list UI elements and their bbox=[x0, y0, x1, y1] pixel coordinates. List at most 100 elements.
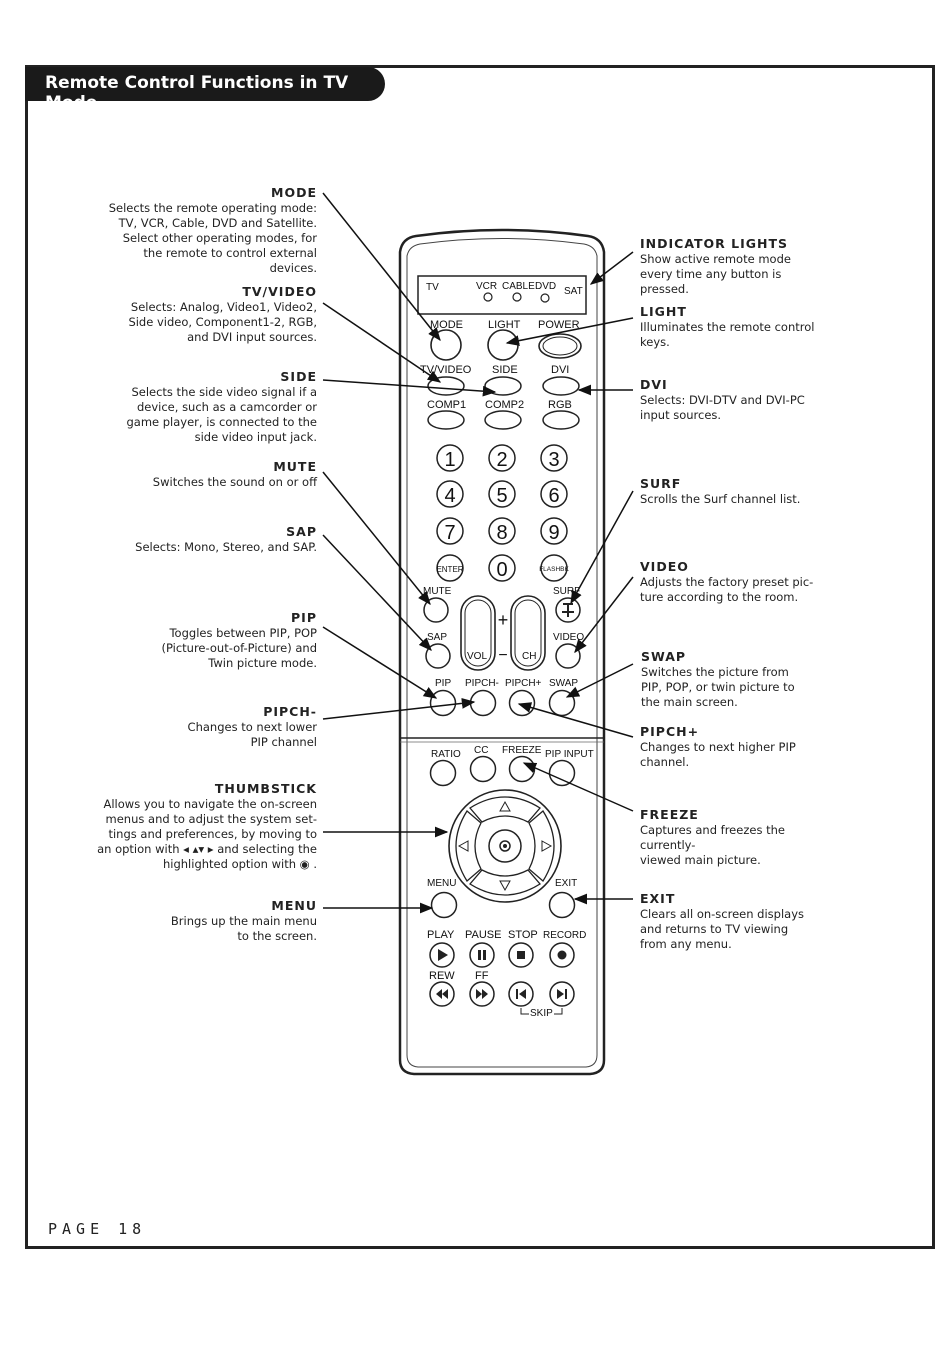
digit-5-label: 5 bbox=[496, 485, 507, 507]
vol-rocker bbox=[460, 595, 496, 671]
leader-surf bbox=[570, 490, 634, 605]
power-label: POWER bbox=[538, 319, 580, 331]
label-body: Switches the sound on or off bbox=[152, 475, 317, 489]
pipch-minus-button bbox=[469, 689, 497, 717]
sap-label: SAP bbox=[427, 632, 447, 643]
leader-light bbox=[505, 317, 634, 346]
rgb-label: RGB bbox=[548, 399, 572, 411]
power-button-rim bbox=[542, 336, 578, 356]
digit-2-label: 2 bbox=[496, 449, 507, 471]
sap-button bbox=[425, 643, 451, 669]
menu-button bbox=[430, 891, 458, 919]
mute-label: MUTE bbox=[423, 586, 452, 597]
label-sap: SAP Selects: Mono, Stereo, and SAP. bbox=[87, 524, 317, 555]
skip-bracket bbox=[520, 1008, 563, 1015]
record-label: RECORD bbox=[543, 930, 586, 941]
leader-freeze bbox=[522, 762, 634, 812]
label-mode: MODE Selects the remote operating mode: … bbox=[87, 185, 317, 276]
enter-button bbox=[436, 554, 464, 582]
label-body: Scrolls the Surf channel list. bbox=[640, 492, 801, 506]
freeze-button bbox=[508, 755, 536, 783]
digit-1-label: 1 bbox=[444, 449, 455, 471]
label-pip: PIP Toggles between PIP, POP (Picture-ou… bbox=[87, 610, 317, 671]
digit-0-label: 0 bbox=[496, 559, 507, 581]
label-body: Switches the picture from PIP, POP, or t… bbox=[641, 665, 795, 709]
label-heading: SWAP bbox=[641, 649, 687, 664]
indicator-sat-label: SAT bbox=[564, 286, 583, 297]
label-thumbstick: THUMBSTICK Allows you to navigate the on… bbox=[87, 781, 317, 872]
ratio-button bbox=[429, 759, 457, 787]
pip-label: PIP bbox=[435, 678, 451, 689]
indicator-vcr-label: VCR bbox=[476, 281, 497, 292]
exit-button bbox=[548, 891, 576, 919]
leader-pip bbox=[322, 626, 438, 699]
pipch-plus-button bbox=[508, 689, 536, 717]
label-side: SIDE Selects the side video signal if a … bbox=[87, 369, 317, 445]
skip-forward-icon bbox=[557, 989, 567, 999]
label-body: Allows you to navigate the on-screen men… bbox=[97, 797, 317, 871]
leader-mute bbox=[322, 471, 431, 606]
digit-4-button bbox=[436, 480, 464, 508]
label-mute: MUTE Switches the sound on or off bbox=[87, 459, 317, 490]
up-arrow-icon bbox=[499, 800, 511, 812]
label-body: Brings up the main menu to the screen. bbox=[170, 914, 317, 943]
indicator-tv-label: TV bbox=[426, 282, 439, 293]
skip-label: SKIP bbox=[530, 1008, 553, 1019]
swap-label: SWAP bbox=[549, 678, 578, 689]
left-arrow-icon bbox=[457, 840, 469, 852]
indicator-dvd-light bbox=[540, 293, 550, 303]
video-label: VIDEO bbox=[553, 632, 584, 643]
label-light: LIGHT Illuminates the remote control key… bbox=[640, 304, 840, 350]
label-heading: DVI bbox=[640, 377, 668, 392]
digit-9-label: 9 bbox=[548, 522, 559, 544]
leader-side bbox=[322, 379, 497, 397]
leader-mode bbox=[322, 192, 441, 342]
digit-keypad: 1 2 3 4 5 6 7 8 9 ENTER 0 FLASHBK bbox=[436, 444, 569, 582]
record-icon bbox=[557, 950, 567, 960]
minus-sign: − bbox=[498, 647, 507, 664]
label-heading: VIDEO bbox=[640, 559, 689, 574]
digit-4-label: 4 bbox=[444, 485, 455, 507]
play-icon bbox=[438, 949, 448, 961]
comp1-button bbox=[427, 410, 465, 430]
leader-swap bbox=[565, 663, 634, 698]
label-menu: MENU Brings up the main menu to the scre… bbox=[87, 898, 317, 944]
label-body: Captures and freezes the currently- view… bbox=[640, 823, 785, 867]
rgb-button bbox=[542, 410, 580, 430]
label-heading: PIP bbox=[291, 610, 317, 625]
thumbstick-pad bbox=[448, 789, 562, 903]
comp1-label: COMP1 bbox=[427, 399, 466, 411]
leader-tvvideo bbox=[322, 302, 442, 383]
label-body: Clears all on-screen displays and return… bbox=[640, 907, 804, 951]
indicator-cable-light bbox=[512, 292, 522, 302]
title-banner: Remote Control Functions in TV Mode bbox=[25, 67, 385, 113]
label-pipch-minus: PIPCH- Changes to next lower PIP channel bbox=[87, 704, 317, 750]
label-heading: PIPCH+ bbox=[640, 724, 700, 739]
cc-button bbox=[469, 755, 497, 783]
skip-back-icon bbox=[516, 989, 526, 999]
label-heading: MUTE bbox=[273, 459, 317, 474]
ratio-label: RATIO bbox=[431, 749, 461, 760]
digit-8-label: 8 bbox=[496, 522, 507, 544]
digit-7-label: 7 bbox=[444, 522, 455, 544]
label-body: Changes to next higher PIP channel. bbox=[640, 740, 796, 769]
label-heading: FREEZE bbox=[640, 807, 699, 822]
digit-0-button bbox=[488, 554, 516, 582]
play-label: PLAY bbox=[427, 929, 455, 941]
ff-icon bbox=[476, 989, 488, 999]
label-freeze: FREEZE Captures and freezes the currentl… bbox=[640, 807, 840, 868]
digit-7-button bbox=[436, 517, 464, 545]
leader-pipch-plus bbox=[517, 702, 634, 738]
right-arrow-icon bbox=[541, 840, 553, 852]
label-pipch-plus: PIPCH+ Changes to next higher PIP channe… bbox=[640, 724, 840, 770]
label-surf: SURF Scrolls the Surf channel list. bbox=[640, 476, 840, 507]
vol-rocker-inner bbox=[464, 599, 492, 667]
label-heading: LIGHT bbox=[640, 304, 687, 319]
label-body: Selects: Analog, Video1, Video2, Side vi… bbox=[128, 300, 317, 344]
digit-8-button bbox=[488, 517, 516, 545]
light-label: LIGHT bbox=[488, 319, 521, 331]
label-heading: THUMBSTICK bbox=[214, 781, 317, 796]
label-tvvideo: TV/VIDEO Selects: Analog, Video1, Video2… bbox=[87, 284, 317, 345]
remote-inner-edge bbox=[406, 238, 598, 1068]
digit-3-button bbox=[540, 444, 568, 472]
